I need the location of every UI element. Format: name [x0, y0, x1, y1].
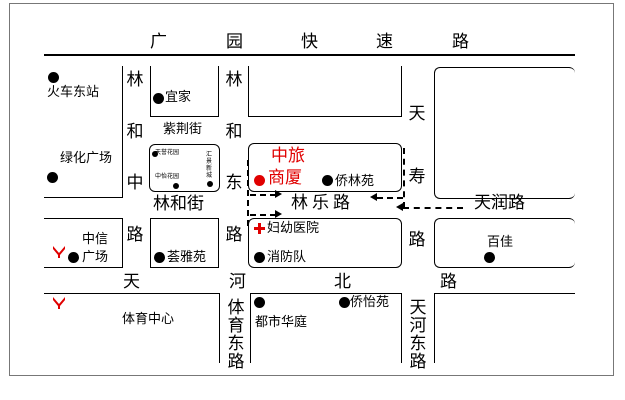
- zhongxin-label-2: 广场: [82, 250, 109, 265]
- tianhe-east-char-3: 东: [409, 334, 427, 354]
- tianhebei-char-2: 河: [229, 272, 246, 292]
- block-train-station: [44, 66, 123, 198]
- zhongxin-label-1: 中信: [82, 232, 109, 247]
- tianhebei-char-4: 路: [440, 272, 457, 292]
- zijing-street-label: 紫荆街: [163, 122, 203, 137]
- huiyayuan-dot: [154, 252, 165, 263]
- expressway-char-1: 广: [150, 32, 167, 52]
- block-huiyayuan: [150, 218, 219, 268]
- expressway-line: [44, 54, 575, 56]
- zhongxin-dot: [68, 252, 79, 263]
- route-dash-4: [403, 207, 463, 209]
- route-dash-vertical-2: [403, 148, 405, 208]
- hospital-cross-icon: [254, 223, 265, 234]
- route-arrow-3: [370, 193, 377, 201]
- tiny-dot-2: [173, 183, 179, 189]
- tiny-label-1: 天誉花园: [155, 149, 180, 156]
- tiyu-east-char-1: 体: [227, 298, 245, 318]
- tiny-label-3: 汇景新城: [206, 151, 213, 179]
- qiaolinyuan-label: 侨林苑: [335, 174, 375, 189]
- zhonglv-label-1: 中旅: [271, 146, 305, 166]
- tianhebei-char-3: 北: [334, 272, 351, 292]
- tianhebei-char-1: 天: [123, 272, 140, 292]
- tianhe-east-char-2: 河: [409, 316, 427, 336]
- map-frame: [9, 3, 614, 376]
- route-dash-2: [250, 214, 276, 216]
- tiny-dot-1: [152, 151, 158, 157]
- route-arrow-2: [275, 210, 282, 218]
- lvhua-label: 绿化广场: [60, 151, 113, 166]
- dushi-label: 都市华庭: [255, 315, 308, 330]
- qiaoyiyuan-label: 侨怡苑: [350, 295, 390, 310]
- linhe-east-char-1: 林: [225, 70, 243, 90]
- linhe-street-label: 林和街: [153, 194, 204, 214]
- tianshou-char-1: 天: [408, 104, 426, 124]
- linhe-east-char-4: 路: [225, 225, 243, 245]
- linhe-west-char-2: 和: [126, 122, 144, 142]
- hospital-label: 妇幼医院: [267, 221, 320, 236]
- tiyu-east-char-4: 路: [227, 352, 245, 372]
- expressway-char-5: 路: [452, 32, 469, 52]
- route-dash-1: [250, 194, 276, 196]
- route-dash-3: [377, 197, 403, 199]
- block-tiny-estates: [149, 144, 220, 192]
- tiny-dot-3: [207, 181, 213, 187]
- block-zhongxin: [44, 218, 123, 268]
- block-baijia: [434, 218, 575, 268]
- fire-brigade-label: 消防队: [267, 250, 307, 265]
- tianshou-char-3: 路: [408, 230, 426, 250]
- tianhe-east-char-1: 天: [409, 298, 427, 318]
- tiny-label-2: 中怡花园: [155, 173, 180, 180]
- qiaolinyuan-dot: [322, 175, 333, 186]
- sports-center-label: 体育中心: [122, 312, 175, 327]
- linhe-east-char-3: 东: [225, 173, 243, 193]
- metro-icon-2: [53, 297, 65, 309]
- qiaoyiyuan-dot: [339, 297, 350, 308]
- expressway-char-2: 园: [226, 32, 243, 52]
- expressway-char-3: 快: [301, 32, 318, 52]
- tianshou-char-2: 寿: [408, 167, 426, 187]
- linhe-west-char-4: 路: [126, 225, 144, 245]
- expressway-char-4: 速: [376, 32, 393, 52]
- block-yijia: [150, 66, 219, 117]
- huiyayuan-label: 荟雅苑: [167, 250, 207, 265]
- baijia-dot: [484, 252, 495, 263]
- linhe-west-char-3: 中: [126, 173, 144, 193]
- tiyu-east-char-2: 育: [227, 316, 245, 336]
- tiyu-east-char-3: 东: [227, 334, 245, 354]
- yijia-dot: [153, 93, 164, 104]
- baijia-label: 百佳: [487, 235, 514, 250]
- zhonglv-dot: [254, 175, 265, 186]
- route-arrow-4: [396, 203, 403, 211]
- block-north-east: [434, 67, 575, 199]
- yijia-label: 宜家: [165, 90, 192, 105]
- dushi-dot: [254, 297, 265, 308]
- block-dushi: [250, 293, 402, 363]
- block-north-mid: [248, 66, 402, 117]
- zhonglv-label-2: 商厦: [268, 168, 302, 188]
- block-sports-center: [44, 293, 220, 363]
- block-southeast: [434, 293, 575, 363]
- linhe-east-char-2: 和: [225, 122, 243, 142]
- route-arrow-1: [275, 190, 282, 198]
- fire-brigade-dot: [254, 252, 265, 263]
- lvhua-dot: [47, 172, 58, 183]
- linle-road-label: 林乐路: [291, 193, 354, 213]
- train-station-dot: [48, 72, 59, 83]
- tianrun-road-label: 天润路: [474, 193, 525, 213]
- train-station-label: 火车东站: [47, 85, 100, 100]
- tianhe-east-char-4: 路: [409, 352, 427, 372]
- route-dash-vertical: [247, 160, 249, 226]
- linhe-west-char-1: 林: [126, 70, 144, 90]
- metro-icon: [53, 246, 65, 258]
- block-hospital: [248, 218, 402, 268]
